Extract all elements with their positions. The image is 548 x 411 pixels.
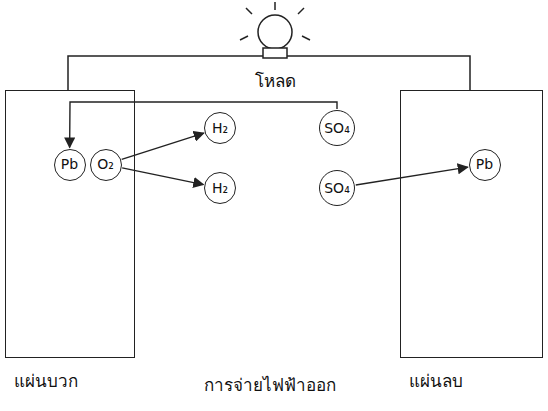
chemical-circle: H₂ [204, 172, 236, 204]
chemical-formula: SO₄ [324, 180, 350, 197]
caption: การจ่ายไฟฟ้าออก [202, 371, 338, 398]
chemical-circle: SO₄ [319, 110, 355, 146]
chemical-formula: SO₄ [324, 120, 350, 137]
chemical-circle: Pb [54, 149, 86, 181]
lamp-ray [302, 36, 310, 40]
reaction-arrow [356, 167, 468, 185]
chemical-circle: SO₄ [319, 170, 355, 206]
chemical-formula: H₂ [212, 120, 228, 137]
lamp-ray [246, 8, 252, 14]
lamp-ray [274, 2, 276, 10]
lamp-base [263, 48, 287, 58]
reaction-arrow [70, 102, 337, 148]
plate-label: แผ่นลบ [409, 371, 463, 391]
chemical-formula: H₂ [212, 180, 228, 197]
chemical-circle: O₂ [90, 149, 122, 181]
battery-plate: แผ่นลบPb [400, 90, 543, 358]
chemical-formula: Pb [476, 156, 493, 173]
wire [287, 56, 470, 90]
lamp-ray [298, 8, 304, 14]
chemical-circle: H₂ [204, 112, 236, 144]
chemical-formula: Pb [61, 156, 78, 173]
chemical-circle: Pb [469, 149, 501, 181]
plate-label: แผ่นบวก [14, 371, 78, 391]
chemical-formula: O₂ [97, 156, 114, 173]
wire [68, 56, 263, 90]
load-label: โหลด [253, 67, 298, 94]
battery-plate: แผ่นบวกPbO₂ [5, 90, 135, 358]
lamp-ray [240, 36, 248, 40]
lamp-bulb [258, 15, 292, 49]
